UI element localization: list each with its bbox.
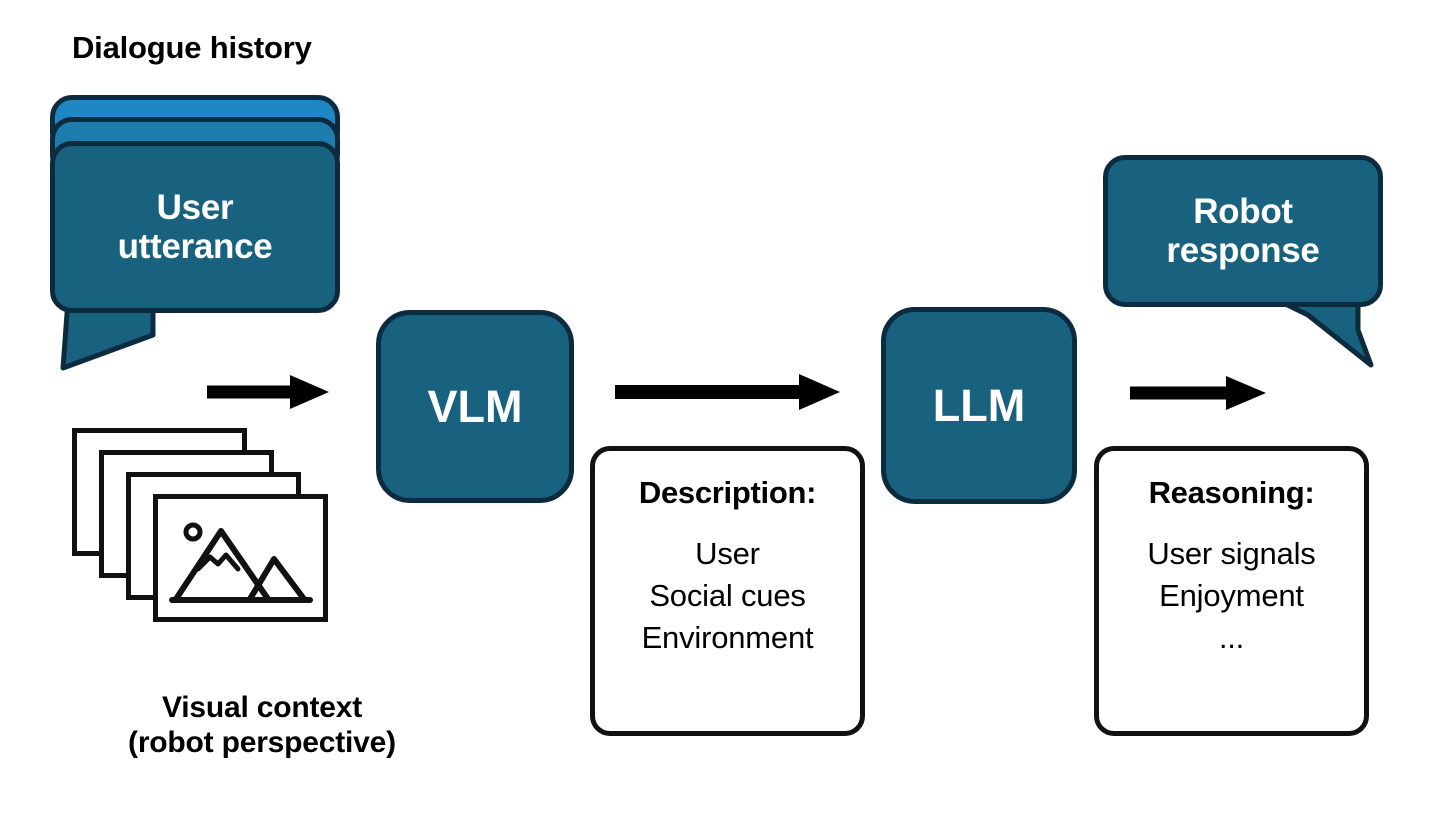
robot-response-line1: Robot	[1193, 191, 1293, 231]
description-panel-items: User Social cues Environment	[642, 533, 814, 659]
robot-response-line2: response	[1166, 231, 1320, 270]
arrow-right-icon-llm-to-response	[1130, 376, 1266, 410]
llm-label: LLM	[932, 379, 1026, 431]
photo-frame-4	[153, 494, 328, 622]
dialogue-history-title: Dialogue history	[72, 30, 312, 65]
visual-context-caption-line1: Visual context	[161, 691, 363, 724]
description-item: Social cues	[649, 578, 806, 614]
robot-response-bubble-group: Robot response	[1103, 155, 1393, 370]
llm-node: LLM	[881, 307, 1077, 504]
visual-context-caption: Visual context (robot perspective)	[72, 690, 452, 761]
user-utterance-bubble-stack: User utterance	[50, 95, 350, 371]
vlm-node: VLM	[376, 310, 574, 503]
visual-context-caption-line2: (robot perspective)	[128, 726, 396, 760]
description-panel: Description: User Social cues Environmen…	[590, 446, 865, 736]
reasoning-panel: Reasoning: User signals Enjoyment ...	[1094, 446, 1369, 736]
user-utterance-line2: utterance	[117, 227, 273, 266]
user-utterance-label: User utterance	[118, 188, 273, 266]
user-utterance-line1: User	[156, 187, 234, 227]
vlm-label: VLM	[427, 380, 523, 432]
description-item: User	[695, 536, 760, 571]
arrow-right-icon-inputs-to-vlm	[207, 375, 329, 409]
reasoning-panel-items: User signals Enjoyment ...	[1147, 533, 1315, 659]
reasoning-panel-title: Reasoning:	[1148, 475, 1315, 510]
mountain-photo-icon	[169, 522, 313, 603]
robot-response-label: Robot response	[1166, 191, 1320, 270]
visual-context-image-stack	[72, 428, 342, 643]
reasoning-item: User signals	[1147, 536, 1316, 571]
description-item: Environment	[641, 620, 814, 656]
arrow-right-icon-vlm-to-llm	[615, 374, 840, 410]
reasoning-item: ...	[1218, 620, 1245, 656]
user-utterance-bubble: User utterance	[50, 141, 340, 313]
description-panel-title: Description:	[638, 475, 817, 510]
robot-response-bubble: Robot response	[1103, 155, 1383, 307]
reasoning-item: Enjoyment	[1159, 578, 1304, 614]
